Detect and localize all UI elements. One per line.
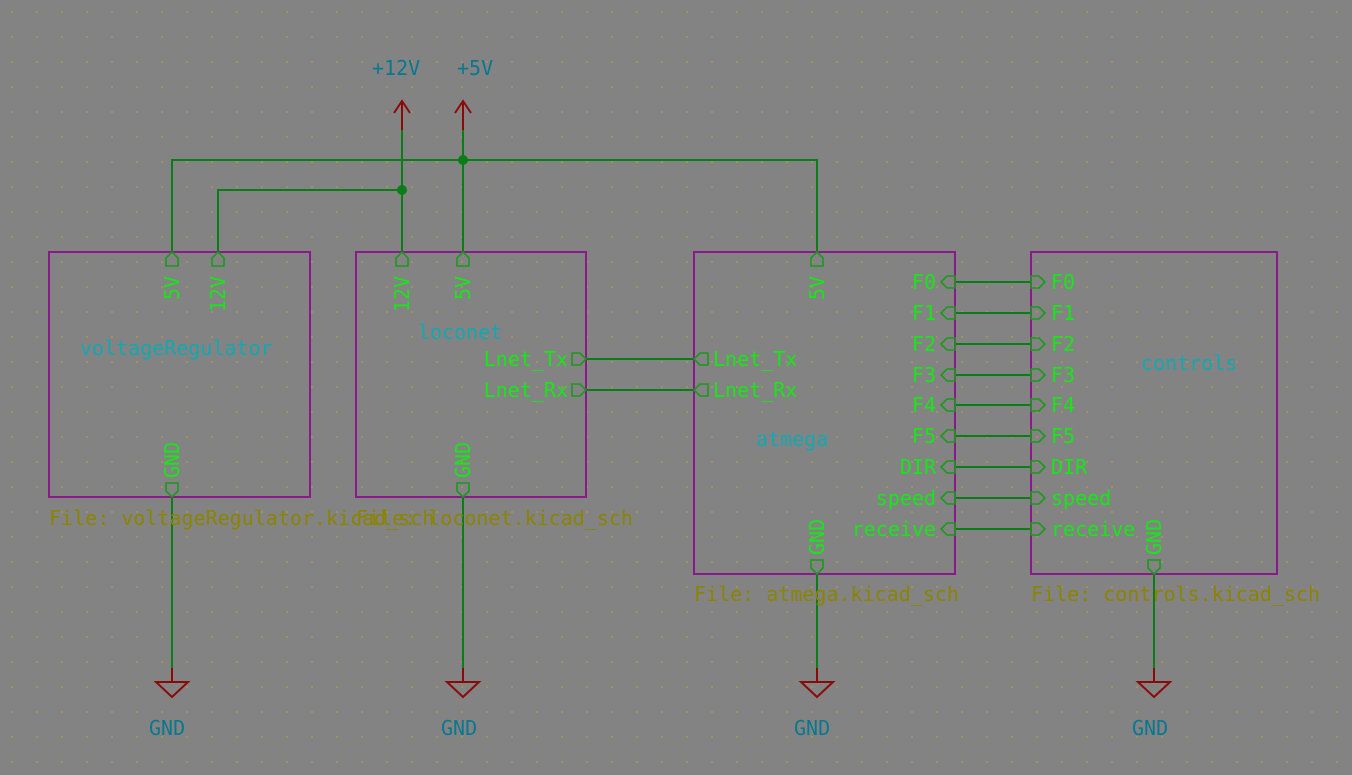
- sheet-controls[interactable]: controls File: controls.kicad_sch GND F0…: [1030, 251, 1320, 606]
- sheet-voltage-regulator-file: File: voltageRegulator.kicad_sch: [49, 506, 434, 530]
- gnd-label-loconet: GND: [441, 716, 477, 740]
- pin-controls-gnd[interactable]: GND: [1142, 519, 1166, 576]
- sheet-atmega-file: File: atmega.kicad_sch: [694, 582, 959, 606]
- pin-atmega-5v[interactable]: 5V: [805, 250, 829, 300]
- pin-controls-gnd-label: GND: [1142, 519, 1166, 555]
- pin-loconet-lnet-rx-label: Lnet_Rx: [484, 378, 568, 402]
- sheet-controls-file: File: controls.kicad_sch: [1031, 582, 1320, 606]
- pin-controls-dir[interactable]: DIR: [1030, 455, 1088, 479]
- pin-atmega-f2[interactable]: F2: [912, 332, 956, 356]
- pin-atmega-f5[interactable]: F5: [912, 424, 956, 448]
- pin-controls-speed-label: speed: [1051, 486, 1111, 510]
- pin-atmega-speed-label: speed: [876, 486, 936, 510]
- pin-loconet-12v[interactable]: 12V: [390, 250, 414, 312]
- pin-loconet-5v[interactable]: 5V: [451, 250, 475, 300]
- gnd-label-controls: GND: [1132, 716, 1168, 740]
- pin-atmega-5v-label: 5V: [805, 276, 829, 300]
- sheet-atmega-frame[interactable]: [693, 251, 956, 575]
- pin-atmega-lnet-tx-label: Lnet_Tx: [713, 347, 797, 371]
- pin-atmega-f4[interactable]: F4: [912, 393, 956, 417]
- pin-controls-f5-label: F5: [1051, 424, 1075, 448]
- pin-controls-f2-label: F2: [1051, 332, 1075, 356]
- pin-loconet-12v-label: 12V: [390, 276, 414, 312]
- sheet-loconet[interactable]: loconet File: loconet.kicad_sch 12V 5V G…: [355, 250, 633, 530]
- pin-atmega-lnet-tx[interactable]: Lnet_Tx: [692, 347, 797, 371]
- pin-voltage-regulator-12v[interactable]: 12V: [206, 250, 230, 312]
- pin-atmega-speed[interactable]: speed: [876, 486, 956, 510]
- sheet-atmega[interactable]: atmega File: atmega.kicad_sch 5V GND Lne…: [692, 250, 959, 606]
- gnd-symbol-atmega[interactable]: GND: [794, 668, 836, 740]
- power-plus5v[interactable]: +5V: [454, 56, 493, 130]
- gnd-symbol-voltage-regulator[interactable]: GND: [149, 668, 191, 740]
- power-plus12v[interactable]: +12V: [372, 56, 420, 130]
- pin-loconet-lnet-tx[interactable]: Lnet_Tx: [484, 347, 588, 371]
- gnd-symbol-loconet[interactable]: GND: [441, 668, 482, 740]
- sheet-loconet-frame[interactable]: [355, 251, 587, 498]
- gnd-label-atmega: GND: [794, 716, 830, 740]
- pin-controls-f1[interactable]: F1: [1030, 301, 1075, 325]
- pin-atmega-f2-label: F2: [912, 332, 936, 356]
- sheet-loconet-file: File: loconet.kicad_sch: [356, 506, 633, 530]
- pin-controls-receive[interactable]: receive: [1030, 517, 1135, 541]
- pin-voltage-regulator-5v-label: 5V: [160, 276, 184, 300]
- power-plus12v-label: +12V: [372, 56, 420, 80]
- pin-atmega-f5-label: F5: [912, 424, 936, 448]
- pin-loconet-gnd-label: GND: [451, 442, 475, 478]
- pin-loconet-5v-label: 5V: [451, 276, 475, 300]
- pin-controls-speed[interactable]: speed: [1030, 486, 1111, 510]
- wire-12v-bus[interactable]: [217, 189, 402, 252]
- pin-atmega-dir[interactable]: DIR: [900, 455, 956, 479]
- junction-12v[interactable]: [397, 185, 407, 195]
- junction-5v[interactable]: [458, 155, 468, 165]
- sheet-voltage-regulator-frame[interactable]: [48, 251, 311, 498]
- pin-voltage-regulator-5v[interactable]: 5V: [160, 250, 184, 300]
- pin-atmega-f0[interactable]: F0: [912, 270, 956, 294]
- pin-controls-f4[interactable]: F4: [1030, 393, 1075, 417]
- wire-5v-bus[interactable]: [171, 159, 818, 252]
- pin-controls-f3[interactable]: F3: [1030, 363, 1075, 387]
- pin-voltage-regulator-gnd-label: GND: [160, 442, 184, 478]
- pin-controls-f3-label: F3: [1051, 363, 1075, 387]
- sheet-voltage-regulator[interactable]: voltageRegulator File: voltageRegulator.…: [48, 250, 434, 530]
- pin-atmega-lnet-rx[interactable]: Lnet_Rx: [692, 378, 797, 402]
- pin-loconet-lnet-rx[interactable]: Lnet_Rx: [484, 378, 588, 402]
- sheet-voltage-regulator-name: voltageRegulator: [80, 336, 273, 360]
- pin-atmega-f1-label: F1: [912, 301, 936, 325]
- pin-atmega-f3-label: F3: [912, 363, 936, 387]
- pin-controls-f5[interactable]: F5: [1030, 424, 1075, 448]
- pin-controls-receive-label: receive: [1051, 517, 1135, 541]
- sheet-atmega-name: atmega: [756, 427, 828, 451]
- pin-controls-f4-label: F4: [1051, 393, 1075, 417]
- pin-controls-f1-label: F1: [1051, 301, 1075, 325]
- pin-atmega-dir-label: DIR: [900, 455, 937, 479]
- pin-controls-f0-label: F0: [1051, 270, 1075, 294]
- sheet-controls-name: controls: [1141, 351, 1237, 375]
- gnd-symbol-controls[interactable]: GND: [1132, 668, 1173, 740]
- pin-atmega-receive-label: receive: [852, 517, 936, 541]
- pin-loconet-gnd[interactable]: GND: [451, 442, 475, 499]
- sheet-loconet-name: loconet: [418, 320, 502, 344]
- pin-voltage-regulator-gnd[interactable]: GND: [160, 442, 184, 499]
- gnd-label-voltage-regulator: GND: [149, 716, 185, 740]
- pin-controls-f2[interactable]: F2: [1030, 332, 1075, 356]
- wires: [171, 105, 1155, 682]
- pin-atmega-f1[interactable]: F1: [912, 301, 956, 325]
- pin-loconet-lnet-tx-label: Lnet_Tx: [484, 347, 568, 371]
- pin-atmega-f4-label: F4: [912, 393, 936, 417]
- pin-voltage-regulator-12v-label: 12V: [206, 276, 230, 312]
- pin-atmega-f0-label: F0: [912, 270, 936, 294]
- pin-atmega-receive[interactable]: receive: [852, 517, 956, 541]
- pin-controls-dir-label: DIR: [1051, 455, 1088, 479]
- pin-atmega-lnet-rx-label: Lnet_Rx: [713, 378, 797, 402]
- pin-controls-f0[interactable]: F0: [1030, 270, 1075, 294]
- power-plus5v-label: +5V: [457, 56, 493, 80]
- pin-atmega-f3[interactable]: F3: [912, 363, 956, 387]
- pin-atmega-gnd-label: GND: [805, 519, 829, 555]
- pin-atmega-gnd[interactable]: GND: [805, 519, 829, 576]
